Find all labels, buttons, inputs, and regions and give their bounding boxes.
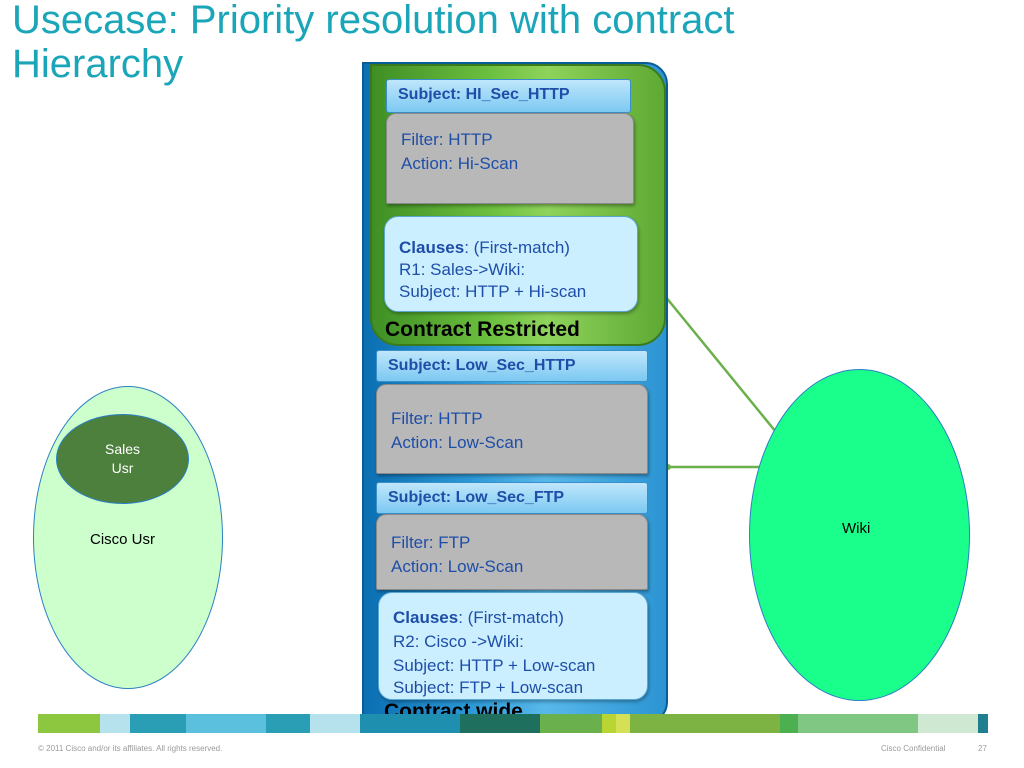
wiki-epg[interactable] bbox=[749, 369, 970, 701]
footer-color-bar bbox=[38, 714, 988, 733]
clauses-header: Clauses: (First-match) bbox=[399, 238, 570, 257]
rule-line: R2: Cisco ->Wiki: bbox=[393, 632, 524, 651]
action-line: Action: Low-Scan bbox=[391, 433, 524, 452]
slide-title: Usecase: Priority resolution with contra… bbox=[12, 0, 735, 86]
clauses-header: Clauses: (First-match) bbox=[393, 608, 564, 627]
clauses-box-wide[interactable]: Clauses: (First-match) R2: Cisco ->Wiki:… bbox=[378, 592, 648, 700]
filter-line: Filter: HTTP bbox=[391, 409, 483, 428]
contract-restricted-label: Contract Restricted bbox=[385, 318, 580, 341]
rule-subject-line: Subject: HTTP + Hi-scan bbox=[399, 282, 587, 301]
subject-low-sec-ftp[interactable]: Subject: Low_Sec_FTP bbox=[376, 482, 648, 514]
filter-box-low-scan-http[interactable]: Filter: HTTP Action: Low-Scan bbox=[376, 384, 648, 474]
filter-box-low-scan-ftp[interactable]: Filter: FTP Action: Low-Scan bbox=[376, 514, 648, 590]
action-line: Action: Hi-Scan bbox=[401, 154, 519, 173]
filter-line: Filter: FTP bbox=[391, 533, 471, 552]
cisco-usr-label: Cisco Usr bbox=[90, 531, 156, 548]
action-line: Action: Low-Scan bbox=[391, 557, 524, 576]
rule-line: R1: Sales->Wiki: bbox=[399, 260, 526, 279]
sales-usr-epg[interactable]: Sales Usr bbox=[56, 414, 189, 504]
clauses-box-restricted[interactable]: Clauses: (First-match) R1: Sales->Wiki: … bbox=[384, 216, 638, 312]
connector-restricted-to-wiki bbox=[655, 284, 777, 433]
subject-hi-sec-http[interactable]: Subject: HI_Sec_HTTP bbox=[386, 79, 631, 113]
page-number: 27 bbox=[978, 744, 987, 753]
copyright-text: © 2011 Cisco and/or its affiliates. All … bbox=[38, 744, 223, 753]
wiki-label: Wiki bbox=[842, 520, 871, 537]
subject-low-sec-http[interactable]: Subject: Low_Sec_HTTP bbox=[376, 350, 648, 382]
filter-box-hi-scan[interactable]: Filter: HTTP Action: Hi-Scan bbox=[386, 113, 634, 204]
rule-subject-line: Subject: FTP + Low-scan bbox=[393, 678, 584, 697]
rule-subject-line: Subject: HTTP + Low-scan bbox=[393, 656, 596, 675]
confidential-text: Cisco Confidential bbox=[881, 744, 946, 753]
filter-line: Filter: HTTP bbox=[401, 130, 493, 149]
